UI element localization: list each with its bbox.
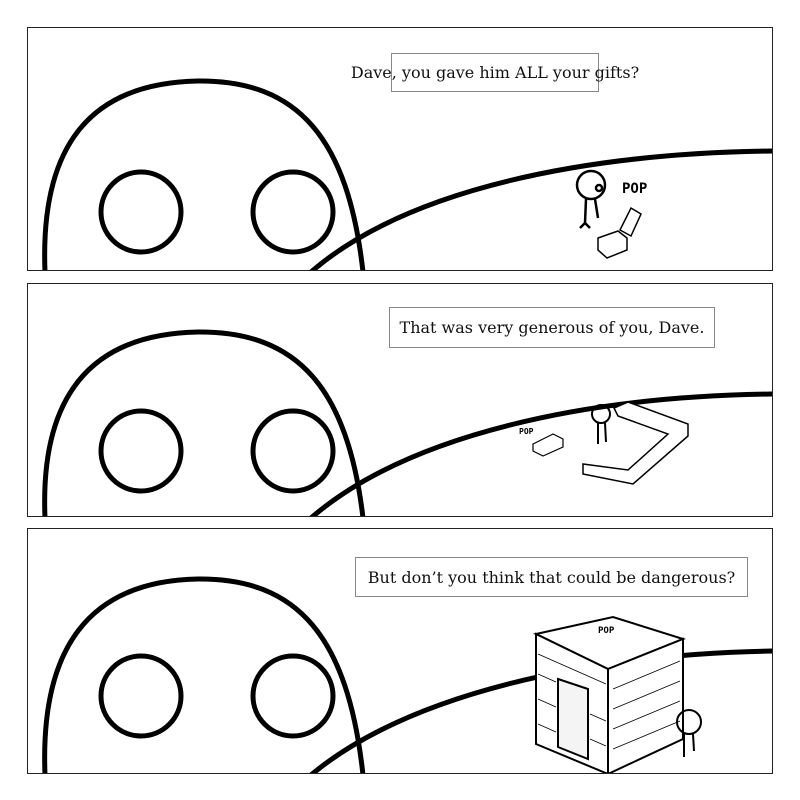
brick-house	[532, 615, 686, 773]
creature-eye-right	[250, 408, 336, 494]
comic-panel-2: POP That was very generous of you, Dave.	[27, 283, 773, 517]
creature-eye-left	[98, 169, 184, 255]
creature-eye-left	[98, 653, 184, 739]
creature-eye-left	[98, 408, 184, 494]
creature-head	[42, 78, 366, 270]
gift-box-opening	[597, 206, 642, 259]
panel-2-drawing: POP	[42, 329, 772, 516]
dave-stick-figure	[575, 169, 607, 229]
hill	[309, 148, 772, 270]
hill	[309, 648, 772, 773]
creature-eye-right	[250, 653, 336, 739]
gift-box	[532, 433, 564, 457]
panel-1-drawing: POP	[42, 78, 772, 270]
hill	[309, 391, 772, 516]
creature-head	[42, 576, 366, 773]
comic-panel-1: POP Dave, you gave him ALL your gifts?	[27, 27, 773, 271]
caption-box: That was very generous of you, Dave.	[389, 307, 715, 348]
comic-panel-3: POP But don’t you think that could be da…	[27, 528, 773, 774]
dave-stick-figure	[676, 709, 702, 757]
brick-wall-l-shape	[582, 401, 689, 485]
caption-box: Dave, you gave him ALL your gifts?	[351, 53, 639, 92]
creature-head	[42, 329, 366, 516]
caption-box: But don’t you think that could be danger…	[355, 557, 748, 597]
pop-sound-text: POP	[622, 181, 647, 197]
pop-sound-text: POP	[598, 626, 615, 636]
panel-3-drawing: POP	[42, 576, 772, 773]
pop-sound-text: POP	[519, 427, 534, 436]
creature-eye-right	[250, 169, 336, 255]
dave-stick-figure	[591, 404, 611, 444]
